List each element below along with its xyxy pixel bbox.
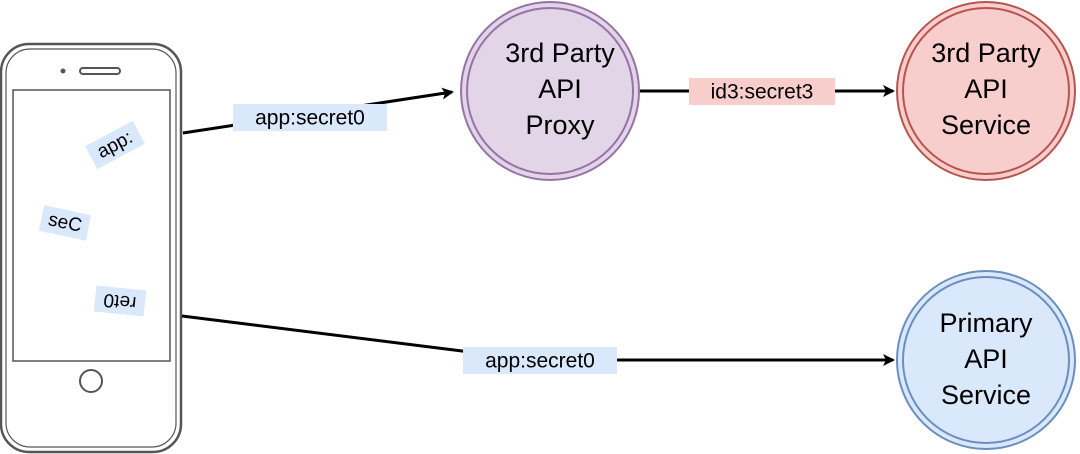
fragment-3-bg (93, 285, 147, 317)
node-proxy-label-line-2: API (538, 74, 582, 104)
node-proxy-label-line-3: Proxy (525, 110, 595, 140)
edge-proxy-to-service-label-bg (689, 78, 835, 105)
node-primary-service-inner (902, 276, 1070, 444)
phone-home-button (79, 369, 103, 393)
node-third-party-service-label-line-1: 3rd Party (931, 38, 1041, 68)
phone-speaker (79, 67, 121, 75)
edge-proxy-to-service-label: id3:secret3 (711, 81, 814, 104)
node-third-party-service-label-line-3: Service (941, 110, 1031, 140)
edge-phone-to-primary: app:secret0 (181, 314, 895, 374)
phone-inner-edge (5, 48, 177, 448)
node-third-party-service-outer (896, 1, 1076, 181)
node-proxy-inner (466, 7, 634, 175)
edge-phone-to-primary-label: app:secret0 (485, 350, 595, 373)
edge-phone-to-primary-label-bg (463, 347, 617, 374)
edge-proxy-to-service: id3:secret3 (640, 78, 895, 105)
node-primary-service-label-line-3: Service (941, 380, 1031, 410)
node-primary-service-label-line-2: API (964, 344, 1008, 374)
node-third-party-service: 3rd Party API Service (896, 1, 1076, 181)
smartphone-icon: app: seC ret0 (0, 42, 183, 454)
fragment-2-bg (38, 205, 92, 241)
fragment-1-bg (85, 120, 145, 170)
edge-phone-to-proxy-label-bg (233, 104, 387, 131)
node-primary-service: Primary API Service (896, 270, 1076, 450)
fragment-3-label: ret0 (103, 289, 138, 313)
phone-screen (12, 89, 171, 362)
phone-camera (60, 68, 66, 74)
node-proxy-outer (460, 1, 640, 181)
edge-phone-to-proxy-label: app:secret0 (255, 107, 365, 130)
node-third-party-service-label-line-2: API (964, 74, 1008, 104)
node-third-party-service-inner (902, 7, 1070, 175)
node-primary-service-label-line-1: Primary (940, 308, 1033, 338)
node-proxy: 3rd Party API Proxy (460, 1, 640, 181)
node-proxy-label-line-1: 3rd Party (505, 38, 615, 68)
node-primary-service-outer (896, 270, 1076, 450)
edge-phone-to-proxy: app:secret0 (182, 87, 454, 135)
